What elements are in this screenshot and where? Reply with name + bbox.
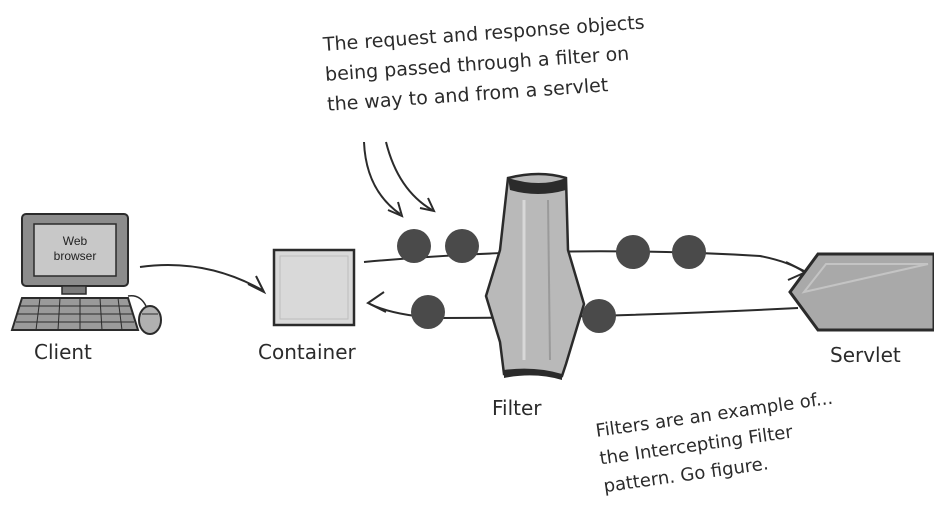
client-to-container-arrow (139, 264, 267, 295)
request-object (397, 229, 431, 263)
mouse-icon (127, 294, 162, 335)
note-pointer-arrows (363, 141, 436, 218)
request-object (616, 235, 650, 269)
servlet-label: Servlet (830, 343, 901, 367)
screen-text-line: Web (62, 234, 88, 248)
container-box (272, 248, 356, 327)
request-object (672, 235, 706, 269)
request-object (445, 229, 479, 263)
request-path (363, 250, 809, 281)
filter-column (484, 172, 586, 380)
client-screen-text: Web browser (38, 234, 112, 264)
screen-text-line: browser (53, 249, 97, 263)
client-computer-icon (10, 213, 162, 335)
keyboard-icon (10, 297, 140, 331)
response-object (582, 299, 616, 333)
request-objects (397, 229, 706, 269)
response-object (411, 295, 445, 329)
client-label: Client (34, 340, 92, 364)
servlet-shape (788, 252, 934, 332)
response-objects (411, 295, 616, 333)
container-label: Container (258, 340, 356, 364)
filter-label: Filter (492, 396, 542, 420)
